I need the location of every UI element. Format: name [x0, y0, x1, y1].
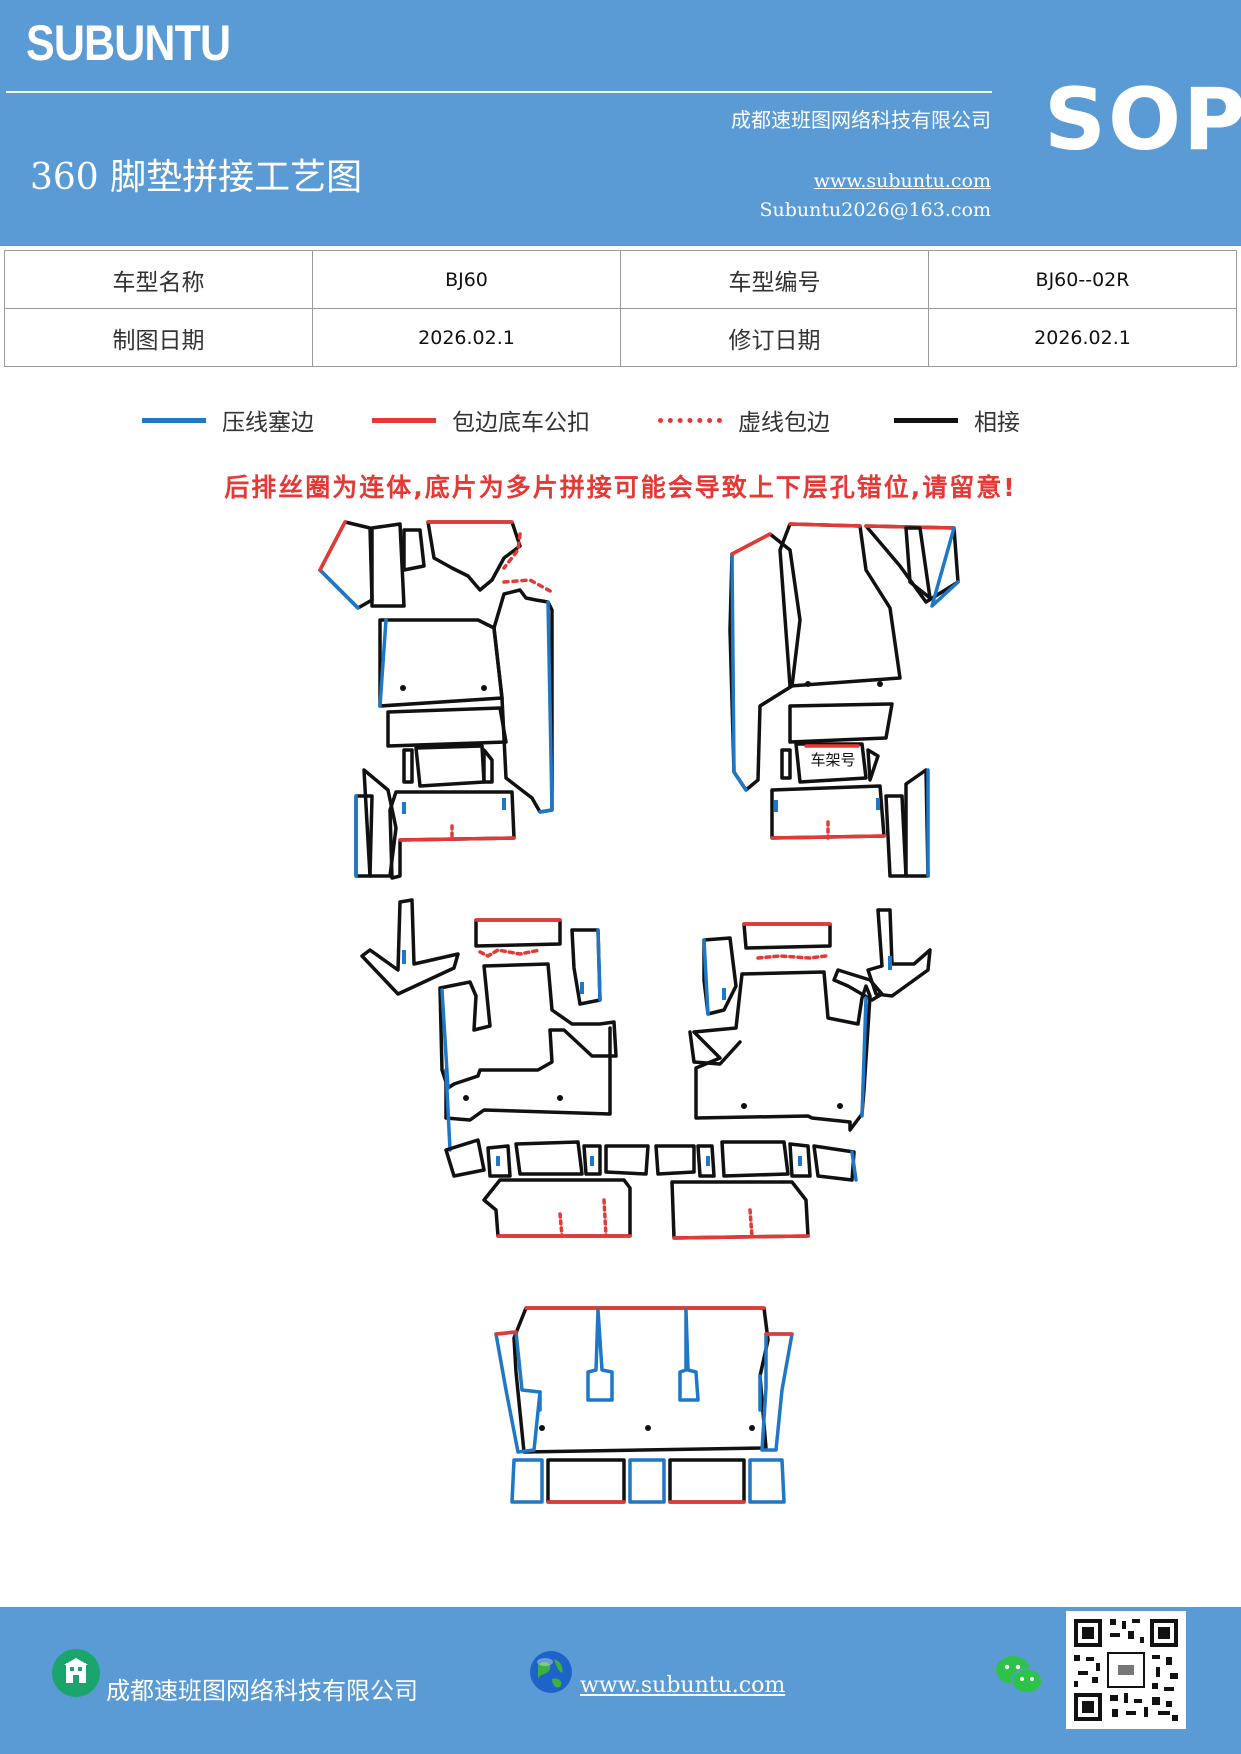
mat-second-row-right [654, 908, 932, 1240]
model-code-label: 车型编号 [620, 250, 929, 309]
warning-text: 后排丝圈为连体,底片为多片拼接可能会导致上下层孔错位,请留意! [224, 473, 1017, 502]
vin-label: 车架号 [810, 751, 855, 769]
legend-swatch-red [372, 417, 436, 423]
globe-icon [528, 1649, 574, 1695]
legend-label: 包边底车公扣 [452, 410, 590, 436]
legend-item-joint: 相接 [894, 402, 1020, 438]
revise-date-value: 2026.02.1 [928, 308, 1237, 367]
wechat-icon [994, 1653, 1044, 1697]
header-website-link[interactable]: www.subuntu.com [813, 170, 991, 192]
draw-date-label: 制图日期 [4, 308, 313, 367]
legend-swatch-black [894, 417, 958, 423]
legend-label: 压线塞边 [222, 410, 314, 436]
sop-badge: SOP [1044, 70, 1241, 170]
building-icon [52, 1649, 100, 1697]
info-table: 车型名称 BJ60 车型编号 BJ60--02R 制图日期 2026.02.1 … [4, 250, 1237, 367]
model-code-value: BJ60--02R [928, 250, 1237, 309]
legend-item-binding: 包边底车公扣 [372, 402, 590, 438]
footer-company: 成都速班图网络科技有限公司 [106, 1677, 418, 1705]
mat-second-row-left [360, 898, 650, 1238]
footer-website-link[interactable]: www.subuntu.com [580, 1673, 786, 1698]
brand-logo: SUBUNTU [26, 15, 231, 71]
mat-front-right: 车架号 [728, 522, 960, 878]
table-row: 车型名称 BJ60 车型编号 BJ60--02R [4, 250, 1237, 309]
model-name-label: 车型名称 [4, 250, 313, 309]
legend-swatch-blue [142, 417, 206, 423]
mat-splicing-diagram: 车架号 [318, 520, 960, 1504]
qr-code [1066, 1611, 1186, 1729]
draw-date-value: 2026.02.1 [312, 308, 621, 367]
revise-date-label: 修订日期 [620, 308, 929, 367]
legend-label: 虚线包边 [738, 410, 830, 436]
footer: 成都速班图网络科技有限公司 www.subuntu.com [0, 1607, 1241, 1754]
mat-third-row [494, 1306, 794, 1504]
legend-swatch-red-dotted [658, 417, 722, 423]
model-name-value: BJ60 [312, 250, 621, 309]
legend-item-dotted: 虚线包边 [658, 402, 830, 438]
mat-front-left [318, 520, 554, 880]
table-row: 制图日期 2026.02.1 修订日期 2026.02.1 [4, 308, 1237, 367]
header-company: 成都速班图网络科技有限公司 [731, 108, 991, 132]
header-divider [6, 91, 992, 93]
legend-label: 相接 [974, 410, 1020, 436]
header: SUBUNTU 成都速班图网络科技有限公司 360 脚垫拼接工艺图 www.su… [0, 0, 1241, 246]
legend-item-pressline: 压线塞边 [142, 402, 314, 438]
header-email: Subuntu2026@163.com [759, 199, 991, 221]
page-title: 360 脚垫拼接工艺图 [30, 157, 363, 198]
